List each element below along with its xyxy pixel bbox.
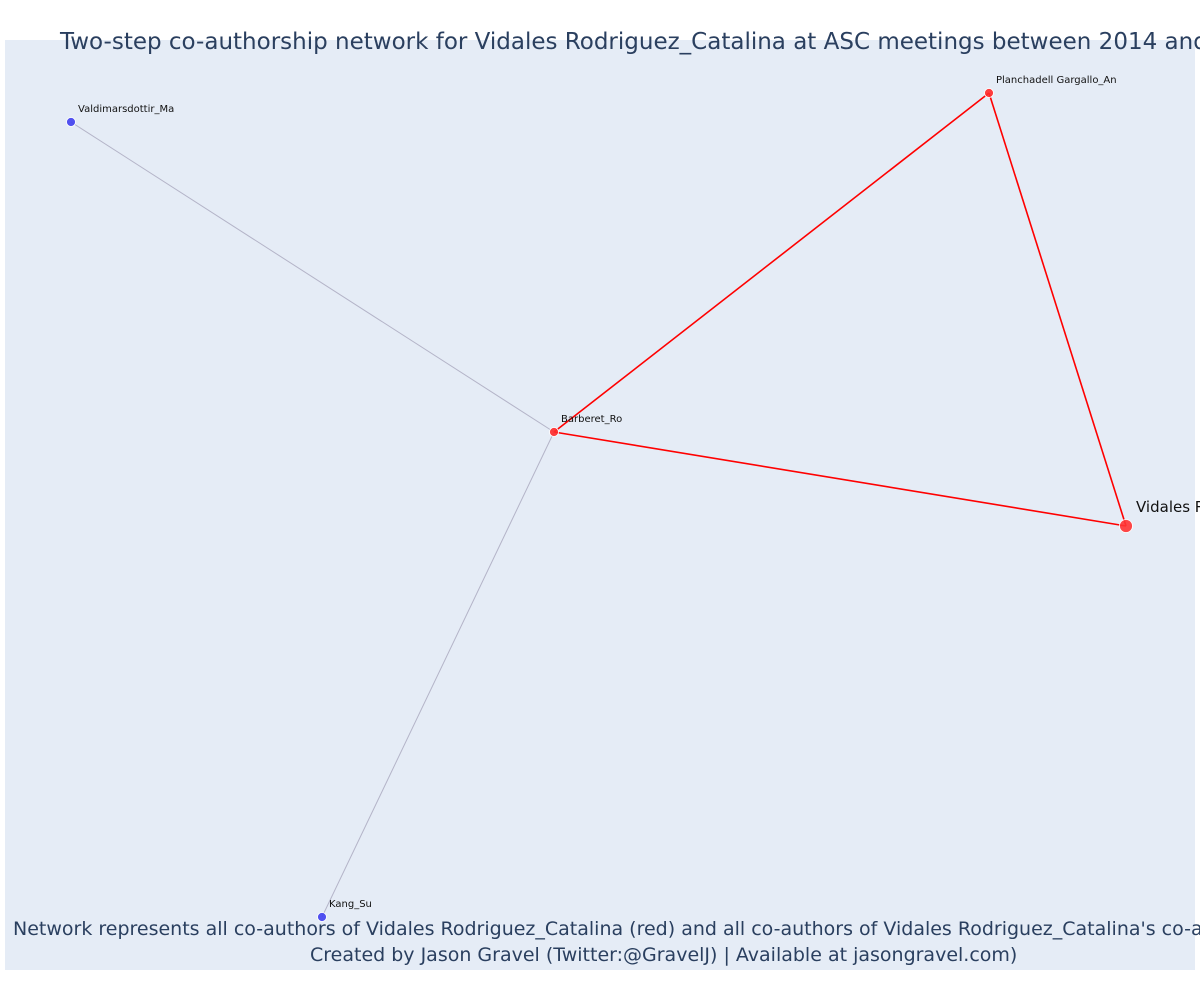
- node-label-vidales: Vidales Rodriguez_Catalina: [1136, 498, 1200, 517]
- edge-vidales-planchadell: [988, 92, 1127, 527]
- caption-line-1: Network represents all co-authors of Vid…: [13, 918, 1200, 940]
- edge-barberet-kang: [321, 431, 555, 918]
- node-label-kang: Kang_Su: [329, 899, 372, 910]
- node-valdimarsdottir[interactable]: [66, 117, 76, 127]
- node-label-planchadell: Planchadell Gargallo_An: [996, 75, 1117, 86]
- edge-planchadell-barberet: [553, 92, 990, 433]
- node-vidales[interactable]: [1119, 519, 1133, 533]
- edge-vidales-barberet: [553, 431, 1127, 527]
- edges-layer: [70, 92, 1127, 918]
- node-label-barberet: Barberet_Ro: [561, 414, 622, 425]
- nodes-layer: [66, 88, 1133, 922]
- edge-barberet-valdimarsdottir: [70, 121, 555, 433]
- node-barberet[interactable]: [549, 427, 559, 437]
- node-kang[interactable]: [317, 912, 327, 922]
- node-labels-layer: Vidales Rodriguez_Catalina Planchadell Ga…: [78, 75, 1200, 910]
- node-planchadell[interactable]: [984, 88, 994, 98]
- chart-title: Two-step co-authorship network for Vidal…: [60, 29, 1200, 55]
- node-label-valdimarsdottir: Valdimarsdottir_Ma: [78, 104, 174, 115]
- caption-line-2: Created by Jason Gravel (Twitter:@Gravel…: [310, 944, 1018, 966]
